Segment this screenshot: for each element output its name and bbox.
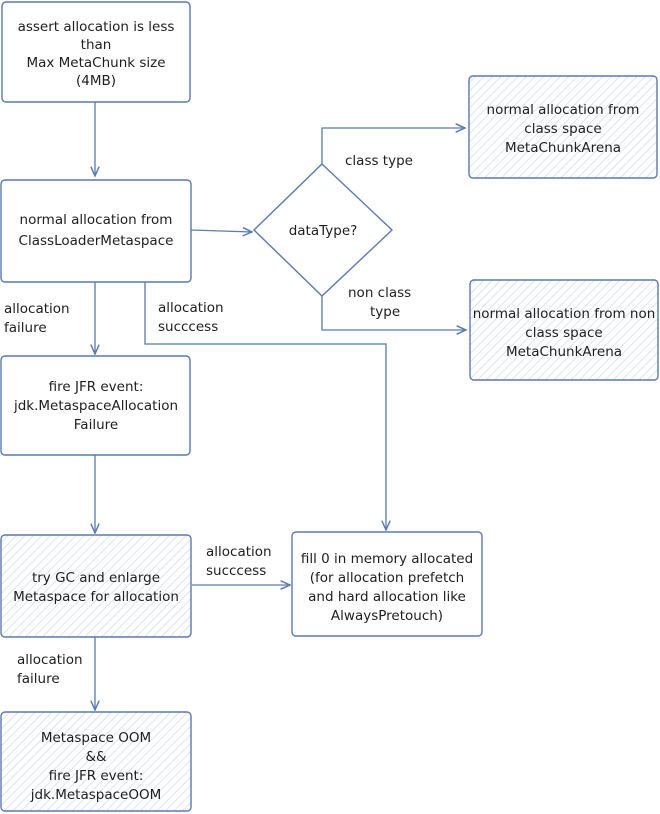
fire-jfr-event-line-2: jdk.MetaspaceAllocation xyxy=(13,398,178,414)
metaspace-oom-line-4: jdk.MetaspaceOOM xyxy=(30,787,161,803)
edge-label-alloc-success-1-line-2: succcess xyxy=(158,319,218,335)
datatype-decision-label: dataType? xyxy=(289,223,358,239)
edge-label-class-type: class type xyxy=(345,153,413,169)
edge-normal-to-decision xyxy=(190,230,252,232)
assert-allocation-line-1: assert allocation is less xyxy=(18,19,175,35)
edge-label-alloc-success-2-line-1: allocation xyxy=(206,544,272,560)
normal-allocation-line-2: ClassLoaderMetaspace xyxy=(19,233,174,249)
edge-label-non-class-type-line-1: non class xyxy=(348,285,411,301)
non-class-space-alloc-line-1: normal allocation from non xyxy=(473,306,656,322)
edge-normal-to-fill-zero xyxy=(144,282,386,530)
fill-zero-line-3: and hard allocation like xyxy=(308,589,466,605)
fire-jfr-event-line-1: fire JFR event: xyxy=(49,379,144,395)
edge-label-alloc-failure-2-line-2: failure xyxy=(17,671,60,687)
metaspace-oom-line-1: Metaspace OOM xyxy=(41,730,151,746)
class-space-alloc-line-3: MetaChunkArena xyxy=(505,140,621,156)
fill-zero-line-4: AlwaysPretouch) xyxy=(331,608,443,624)
edges xyxy=(95,102,466,710)
metaspace-oom-line-2: && xyxy=(85,749,107,765)
non-class-space-alloc-node: normal allocation from non class space M… xyxy=(469,279,659,381)
non-class-space-alloc-line-3: MetaChunkArena xyxy=(506,344,622,360)
edge-label-alloc-success-1-line-1: allocation xyxy=(158,300,224,316)
edge-label-alloc-failure-1-line-2: failure xyxy=(4,320,47,336)
fill-zero-node: fill 0 in memory allocated (for allocati… xyxy=(291,531,483,637)
try-gc-line-2: Metaspace for allocation xyxy=(13,589,179,605)
assert-allocation-line-2: than xyxy=(81,37,112,53)
try-gc-line-1: try GC and enlarge xyxy=(32,570,160,586)
edge-decision-to-non-class-space xyxy=(321,296,466,330)
try-gc-node: try GC and enlarge Metaspace for allocat… xyxy=(0,534,192,638)
class-space-alloc-node: normal allocation from class space MetaC… xyxy=(468,75,658,179)
fire-jfr-event-node: fire JFR event: jdk.MetaspaceAllocation … xyxy=(0,355,191,456)
edge-label-alloc-failure-1-line-1: allocation xyxy=(4,301,70,317)
edge-label-non-class-type-line-2: type xyxy=(370,304,400,320)
normal-allocation-node: normal allocation from ClassLoaderMetasp… xyxy=(0,179,192,283)
fire-jfr-event-line-3: Failure xyxy=(74,417,118,433)
datatype-decision-node: dataType? xyxy=(252,163,394,297)
edge-decision-to-class-space xyxy=(321,128,465,164)
normal-allocation-line-1: normal allocation from xyxy=(20,212,173,228)
class-space-alloc-line-2: class space xyxy=(524,121,601,137)
metaspace-oom-line-3: fire JFR event: xyxy=(49,768,144,784)
assert-allocation-node: assert allocation is less than Max MetaC… xyxy=(1,1,191,103)
edge-label-alloc-success-2-line-2: succcess xyxy=(206,563,266,579)
assert-allocation-line-4: (4MB) xyxy=(76,73,116,89)
metaspace-oom-node: Metaspace OOM && fire JFR event: jdk.Met… xyxy=(0,711,192,812)
edge-label-alloc-failure-2-line-1: allocation xyxy=(17,652,83,668)
non-class-space-alloc-line-2: class space xyxy=(525,325,602,341)
fill-zero-line-1: fill 0 in memory allocated xyxy=(301,551,473,567)
fill-zero-line-2: (for allocation prefetch xyxy=(310,570,464,586)
assert-allocation-line-3: Max MetaChunk size xyxy=(26,55,165,71)
class-space-alloc-line-1: normal allocation from xyxy=(487,102,640,118)
